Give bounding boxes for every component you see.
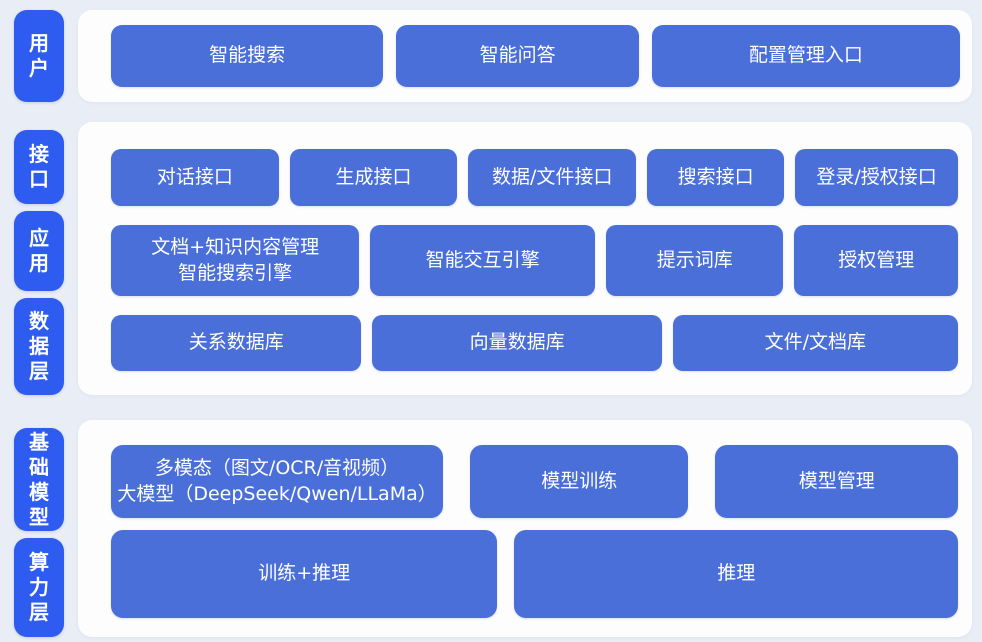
layer-tab-compute-layer: 算力层 xyxy=(14,538,64,637)
block-doc-knowledge-management-line1: 文档+知识内容管理 xyxy=(151,235,320,258)
block-training-inference-label: 训练+推理 xyxy=(258,562,351,585)
block-dialog-api-label: 对话接口 xyxy=(156,165,233,188)
block-model-management-label: 模型管理 xyxy=(798,469,875,492)
block-inference: 推理 xyxy=(514,530,958,618)
block-model-training: 模型训练 xyxy=(470,445,689,518)
panel-foundation-layer: 多模态（图文/OCR/音视频） 大模型（DeepSeek/Qwen/LLaMa）… xyxy=(78,420,972,637)
block-file-doc-store: 文件/文档库 xyxy=(672,315,958,371)
block-doc-knowledge-management: 文档+知识内容管理 智能搜索引擎 xyxy=(111,225,360,296)
row-compute: 训练+推理 推理 xyxy=(111,530,958,618)
block-relational-db-label: 关系数据库 xyxy=(188,331,284,354)
block-relational-db: 关系数据库 xyxy=(111,315,362,371)
layer-tab-data-layer-label: 数据层 xyxy=(29,308,49,383)
block-interactive-engine-label: 智能交互引擎 xyxy=(425,248,540,271)
block-interactive-engine: 智能交互引擎 xyxy=(370,225,596,296)
layer-tab-user-label: 用户 xyxy=(29,31,49,80)
layer-tab-compute-layer-label: 算力层 xyxy=(29,550,49,625)
block-data-file-api-label: 数据/文件接口 xyxy=(492,165,613,188)
panel-user-layer: 智能搜索 智能问答 配置管理入口 xyxy=(78,10,972,102)
block-model-training-label: 模型训练 xyxy=(541,469,618,492)
layer-tab-data-layer: 数据层 xyxy=(14,297,64,395)
block-generation-api: 生成接口 xyxy=(289,149,458,206)
panel-middle-layer: 对话接口 生成接口 数据/文件接口 搜索接口 登录/授权接口 文档+知识内容管理 xyxy=(78,122,972,395)
block-smart-qa: 智能问答 xyxy=(396,25,639,87)
row-models: 多模态（图文/OCR/音视频） 大模型（DeepSeek/Qwen/LLaMa）… xyxy=(111,445,958,518)
row-applications: 文档+知识内容管理 智能搜索引擎 智能交互引擎 提示词库 授权管理 xyxy=(111,225,959,296)
middle-layer-label-rail: 接口 应用 数据层 xyxy=(14,122,64,395)
block-config-management-entry: 配置管理入口 xyxy=(651,25,960,87)
block-multimodal-llm-line2: 大模型（DeepSeek/Qwen/LLaMa） xyxy=(117,482,437,505)
layer-tab-application-label: 应用 xyxy=(29,225,49,275)
section-interface-application-data: 接口 应用 数据层 对话接口 生成接口 数据/文件接口 xyxy=(14,122,972,395)
block-multimodal-llm: 多模态（图文/OCR/音视频） 大模型（DeepSeek/Qwen/LLaMa） xyxy=(111,445,444,518)
layer-tab-user: 用户 xyxy=(14,10,64,102)
block-vector-db-label: 向量数据库 xyxy=(469,331,565,354)
block-login-auth-api-label: 登录/授权接口 xyxy=(816,165,937,188)
block-dialog-api: 对话接口 xyxy=(111,149,279,206)
block-data-file-api: 数据/文件接口 xyxy=(468,149,637,206)
block-config-management-entry-label: 配置管理入口 xyxy=(748,44,863,67)
block-login-auth-api: 登录/授权接口 xyxy=(795,149,958,206)
section-foundation-compute: 基础模型 算力层 多模态（图文/OCR/音视频） 大模型（DeepSeek/Qw… xyxy=(14,420,972,637)
layer-tab-foundation-model-label: 基础模型 xyxy=(29,429,49,529)
block-auth-management: 授权管理 xyxy=(794,225,959,296)
layer-tab-foundation-model: 基础模型 xyxy=(14,428,64,532)
block-prompt-library: 提示词库 xyxy=(606,225,784,296)
block-smart-search-label: 智能搜索 xyxy=(209,44,286,67)
block-doc-knowledge-management-line2: 智能搜索引擎 xyxy=(178,261,293,284)
row-interfaces: 对话接口 生成接口 数据/文件接口 搜索接口 登录/授权接口 xyxy=(111,149,958,206)
block-search-api-label: 搜索接口 xyxy=(677,165,754,188)
layer-tab-application: 应用 xyxy=(14,210,64,291)
block-training-inference: 训练+推理 xyxy=(111,530,498,618)
block-smart-search: 智能搜索 xyxy=(111,25,384,87)
block-search-api: 搜索接口 xyxy=(647,149,785,206)
layer-tab-interface: 接口 xyxy=(14,130,64,204)
block-generation-api-label: 生成接口 xyxy=(335,165,412,188)
layer-tab-interface-label: 接口 xyxy=(29,141,49,191)
block-multimodal-llm-line1: 多模态（图文/OCR/音视频） xyxy=(154,456,400,479)
user-layer-label-rail: 用户 xyxy=(14,10,64,102)
block-prompt-library-label: 提示词库 xyxy=(656,248,733,271)
block-file-doc-store-label: 文件/文档库 xyxy=(764,331,867,354)
block-model-management: 模型管理 xyxy=(715,445,958,518)
block-smart-qa-label: 智能问答 xyxy=(479,44,556,67)
section-user-layer: 用户 智能搜索 智能问答 配置管理入口 xyxy=(14,10,972,102)
block-auth-management-label: 授权管理 xyxy=(838,248,915,271)
block-vector-db: 向量数据库 xyxy=(372,315,662,371)
foundation-layer-label-rail: 基础模型 算力层 xyxy=(14,420,64,637)
row-data-stores: 关系数据库 向量数据库 文件/文档库 xyxy=(111,315,958,371)
block-inference-label: 推理 xyxy=(717,562,756,585)
